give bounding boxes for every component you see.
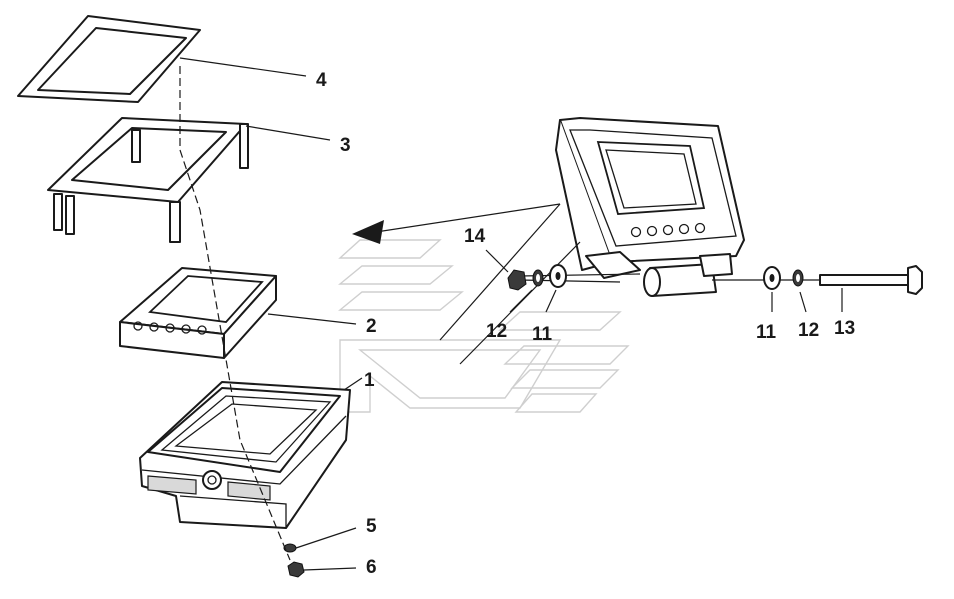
- callout-2: 2: [366, 316, 377, 337]
- part-5-washer: [283, 543, 297, 553]
- part-4-gasket: [17, 15, 201, 103]
- assembly-direction-arrow: [352, 203, 561, 244]
- display-buttons: [133, 321, 207, 335]
- leader-lines: [179, 57, 843, 571]
- callout-1: 1: [364, 370, 375, 391]
- part-12-spring-washer-left: [532, 269, 544, 287]
- callout-3: 3: [340, 135, 351, 156]
- part-6-nut: [287, 561, 305, 578]
- part-2-display: [119, 267, 277, 359]
- bolt-assembly: [507, 264, 923, 295]
- callout-13: 13: [834, 318, 855, 339]
- assembled-display-unit: [555, 117, 745, 297]
- part-1-housing: [139, 381, 351, 529]
- part-11-flat-washer-right: [763, 266, 781, 290]
- unit-buttons: [630, 222, 706, 238]
- callout-14: 14: [464, 226, 486, 247]
- assembly-axis-line: [179, 66, 291, 561]
- callout-labels: 4 3 2 1 5 6 14 12 11 11 12 13: [316, 70, 855, 578]
- part-11-flat-washer-left: [549, 264, 567, 288]
- part-3-bracket: [47, 117, 249, 243]
- callout-11-left: 11: [532, 324, 553, 345]
- callout-4: 4: [316, 70, 327, 91]
- part-14-nut: [507, 269, 527, 291]
- callout-12-left: 12: [486, 321, 507, 342]
- callout-12-right: 12: [798, 320, 819, 341]
- callout-6: 6: [366, 557, 377, 578]
- part-13-bolt: [819, 265, 923, 295]
- callout-5: 5: [366, 516, 377, 537]
- part-12-spring-washer-right: [792, 269, 804, 287]
- callout-11-right: 11: [756, 322, 777, 343]
